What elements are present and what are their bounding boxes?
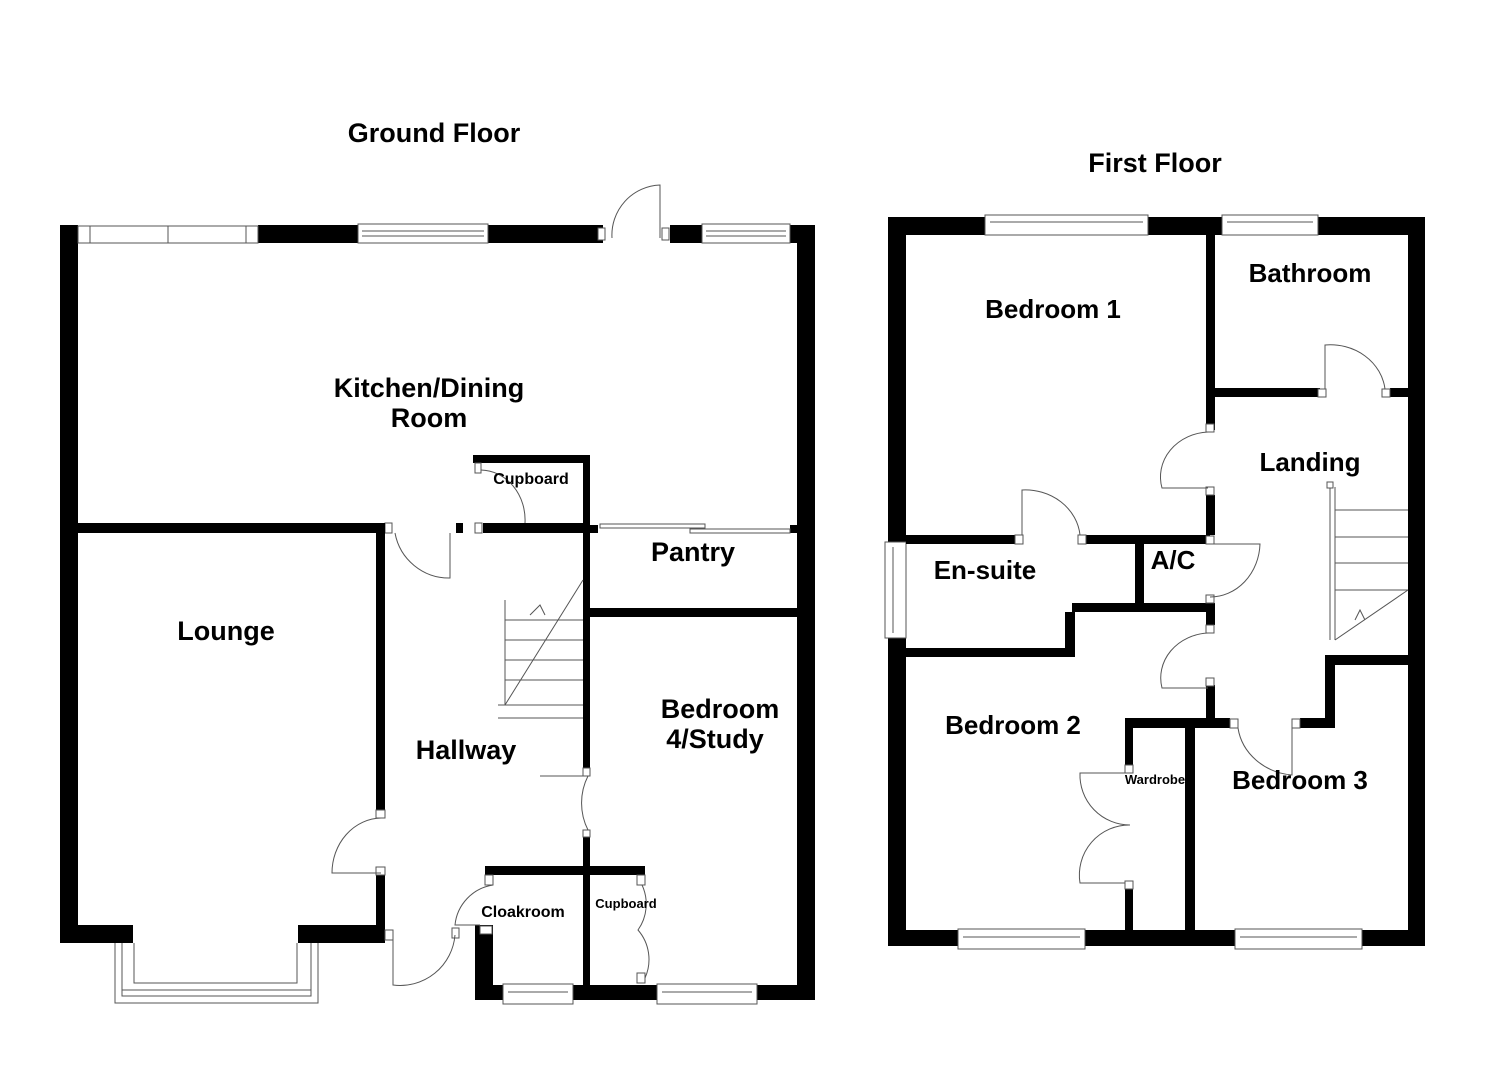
wall bbox=[670, 225, 702, 243]
room-label-hallway: Hallway bbox=[416, 735, 517, 765]
door-swing bbox=[1159, 423, 1215, 496]
wall bbox=[906, 648, 1075, 657]
wall bbox=[456, 523, 463, 533]
wall bbox=[485, 866, 645, 875]
window bbox=[77, 225, 259, 244]
wall bbox=[475, 925, 493, 1000]
bay-window bbox=[114, 943, 319, 1004]
wall bbox=[1408, 217, 1425, 946]
wall bbox=[797, 225, 815, 1000]
door-swing bbox=[1205, 535, 1261, 604]
room-label-bathroom: Bathroom bbox=[1249, 258, 1372, 288]
door-swing bbox=[454, 874, 494, 935]
wall bbox=[1206, 685, 1215, 728]
door-swing bbox=[597, 184, 670, 241]
wall bbox=[1125, 728, 1133, 773]
wall bbox=[1065, 612, 1075, 657]
ground-floor-plan: Ground Floor Cupboard Kitchen/Dining Roo… bbox=[60, 118, 815, 1005]
room-label-bedroom-4: Bedroom bbox=[661, 694, 780, 724]
room-label-airing-cupboard: A/C bbox=[1151, 545, 1196, 575]
wall bbox=[483, 523, 590, 533]
door-swing bbox=[1229, 718, 1301, 776]
wall bbox=[473, 455, 590, 463]
wall bbox=[1072, 603, 1215, 612]
wall bbox=[258, 225, 358, 243]
wall bbox=[590, 525, 598, 533]
sliding-door bbox=[599, 523, 791, 534]
wall bbox=[790, 525, 798, 533]
wall bbox=[376, 875, 385, 943]
wall bbox=[1206, 235, 1215, 395]
wall bbox=[1085, 535, 1210, 544]
room-label-pantry: Pantry bbox=[651, 537, 735, 567]
double-door-swing bbox=[1078, 764, 1134, 890]
door-swing bbox=[1014, 489, 1087, 545]
window bbox=[984, 214, 1149, 236]
window bbox=[884, 541, 907, 639]
first-floor-plan: First Floor Bathroom Bedroom 1 Landing bbox=[884, 148, 1425, 950]
wall bbox=[60, 225, 78, 943]
wall bbox=[60, 925, 133, 943]
wall bbox=[1300, 718, 1335, 728]
wall bbox=[1206, 397, 1215, 430]
wall bbox=[488, 225, 603, 243]
wall bbox=[1125, 718, 1230, 728]
wall bbox=[60, 523, 385, 533]
room-label-ensuite: En-suite bbox=[934, 555, 1037, 585]
window bbox=[502, 983, 574, 1005]
room-label-bedroom-4-line2: 4/Study bbox=[666, 724, 764, 754]
door-swing bbox=[1160, 624, 1215, 689]
room-label-kitchen: Kitchen/Dining bbox=[334, 373, 525, 403]
wall bbox=[1185, 728, 1195, 930]
staircase bbox=[1326, 481, 1409, 641]
room-label-lounge: Lounge bbox=[177, 616, 274, 646]
wall bbox=[1325, 655, 1408, 665]
room-label-cupboard-lower: Cupboard bbox=[595, 896, 656, 911]
window bbox=[957, 928, 1086, 950]
first-floor-title: First Floor bbox=[1088, 148, 1222, 178]
wall bbox=[1135, 544, 1144, 612]
window bbox=[1221, 214, 1319, 236]
window bbox=[701, 223, 791, 244]
wall bbox=[590, 608, 797, 617]
wall bbox=[376, 523, 385, 818]
door-swing bbox=[540, 767, 591, 838]
room-label-bedroom-1: Bedroom 1 bbox=[985, 294, 1121, 324]
wall bbox=[1206, 603, 1215, 625]
window bbox=[656, 983, 758, 1005]
wall bbox=[1206, 495, 1215, 535]
room-label-landing: Landing bbox=[1259, 447, 1360, 477]
room-label-cupboard: Cupboard bbox=[493, 471, 569, 488]
window bbox=[1234, 928, 1363, 950]
door-swing bbox=[1317, 344, 1391, 398]
wall bbox=[906, 535, 1016, 544]
wall bbox=[888, 217, 1425, 235]
door-swing bbox=[474, 462, 526, 524]
room-label-cloakroom: Cloakroom bbox=[481, 904, 565, 921]
wall bbox=[1325, 655, 1335, 728]
door-swing bbox=[331, 809, 386, 876]
room-label-wardrobe: Wardrobe bbox=[1125, 772, 1185, 787]
wall bbox=[583, 455, 590, 775]
wall bbox=[1206, 388, 1320, 397]
double-door-swing bbox=[636, 874, 650, 984]
door-swing bbox=[384, 927, 460, 986]
ground-floor-title: Ground Floor bbox=[348, 118, 521, 148]
staircase bbox=[498, 579, 584, 719]
door-swing bbox=[384, 522, 483, 579]
wall bbox=[583, 830, 590, 1000]
wall bbox=[1125, 888, 1133, 930]
room-label-bedroom-2: Bedroom 2 bbox=[945, 710, 1081, 740]
room-label-kitchen-line2: Room bbox=[391, 403, 468, 433]
window bbox=[357, 223, 489, 244]
room-label-bedroom-3: Bedroom 3 bbox=[1232, 765, 1368, 795]
wall bbox=[1390, 388, 1408, 397]
wall bbox=[298, 925, 385, 943]
